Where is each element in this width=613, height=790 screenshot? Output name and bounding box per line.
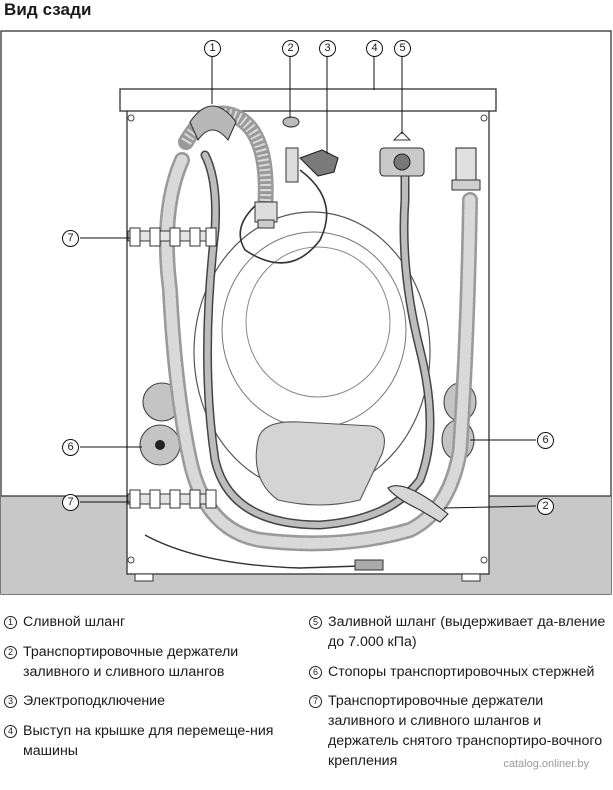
legend-number-2: 2 [4,645,17,659]
legend-number-1: 1 [4,616,17,629]
legend-text-1: Сливной шланг [23,614,126,630]
callout-7-upper: 7 [62,230,79,247]
power-cord [239,169,328,264]
legend-text-7: Транспортировочные держатели заливного и… [328,693,603,769]
top-hose-holder [285,147,299,183]
legend-item-2: 2 Транспортировочные держатели заливного… [4,642,304,682]
drain-hose-holder [189,105,237,142]
legend-item-4: 4 Выступ на крышке для перемеще-ния маши… [4,721,304,761]
legend-text-4: Выступ на крышке для перемеще-ния машины [23,722,274,759]
callout-2-lower: 2 [537,498,554,515]
callout-5: 5 [394,40,411,57]
power-plug [299,149,339,177]
legend-text-5: Заливной шланг (выдерживает да-вление до… [328,614,606,650]
page-title: Вид сзади [4,0,92,19]
rear-view-illustration [0,30,612,595]
legend-number-7: 7 [309,695,322,708]
watermark: catalog.onliner.by [503,758,589,770]
washing-machine-rear-drawing: 1 2 3 4 5 7 6 6 7 2 [0,30,613,596]
callout-4: 4 [366,40,383,57]
legend-item-6: 6 Стопоры транспортировочных стержней [309,662,609,682]
legend-text-3: Электроподключение [23,693,165,709]
legend-item-3: 3 Электроподключение [4,691,304,711]
legend-item-7: 7 Транспортировочные держатели заливного… [309,691,609,771]
legend-number-5: 5 [309,616,322,629]
hose-holders-lower [127,489,217,509]
legend-text-2: Транспортировочные держатели заливного и… [23,643,239,680]
legend-text-6: Стопоры транспортировочных стержней [328,663,595,680]
legend-number-6: 6 [309,665,322,679]
legend-left-column: 1 Сливной шланг 2 Транспортировочные дер… [4,612,304,770]
hose-holder-lower [387,485,449,523]
machine-lid [119,88,497,112]
callout-6-left: 6 [62,439,79,456]
hose-holders-upper [127,227,217,247]
callout-7-lower: 7 [62,494,79,511]
legend-item-1: 1 Сливной шланг [4,612,304,632]
callout-1: 1 [204,40,221,57]
legend-item-5: 5 Заливной шланг (выдерживает да-вление … [309,612,609,652]
callout-3: 3 [319,40,336,57]
callout-2-top: 2 [282,40,299,57]
legend-right-column: 5 Заливной шланг (выдерживает да-вление … [309,612,609,781]
legend-number-3: 3 [4,695,17,708]
callout-6-right: 6 [537,432,554,449]
motor-housing [255,421,385,506]
legend-number-4: 4 [4,724,17,738]
